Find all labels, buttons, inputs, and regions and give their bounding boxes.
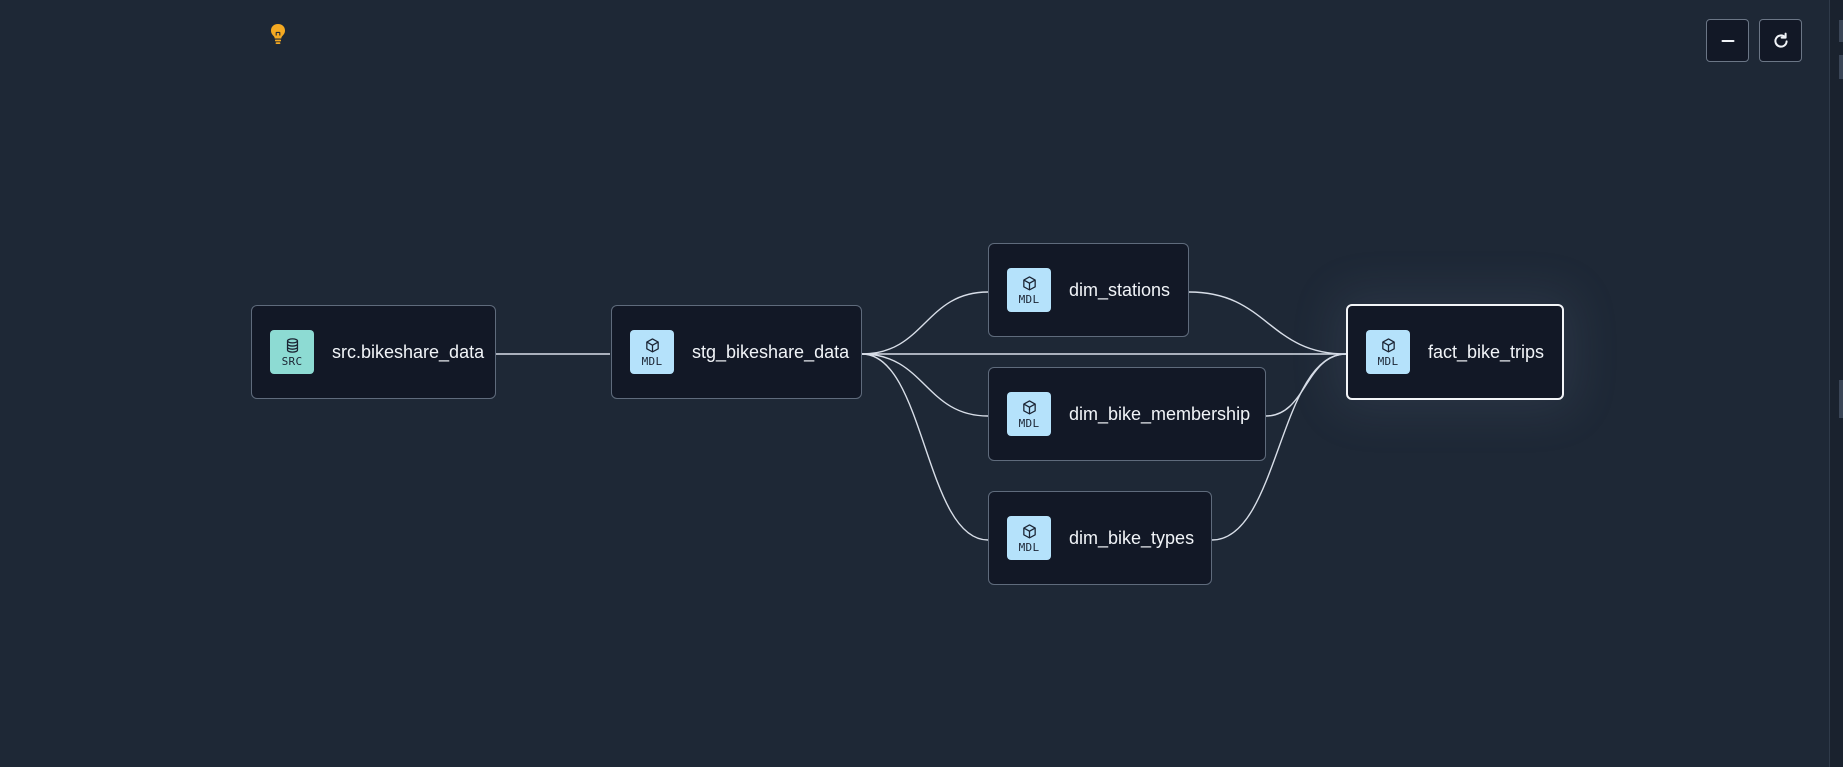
edge-stg-to-dim-bike-types [861, 353, 989, 541]
scrollbar-thumb[interactable] [1839, 380, 1843, 418]
source-badge: SRC [270, 330, 314, 374]
node-label: fact_bike_trips [1428, 341, 1545, 362]
node-src-bikeshare-data[interactable]: SRC src.bikeshare_data [251, 305, 496, 399]
edge-stg-to-dim-bike-membership [861, 353, 989, 417]
node-dim-stations[interactable]: MDL dim_stations [988, 243, 1189, 337]
node-dim-bike-types[interactable]: MDL dim_bike_types [988, 491, 1212, 585]
node-label: dim_bike_types [1069, 527, 1195, 548]
lightbulb-icon[interactable] [269, 23, 287, 45]
badge-type-label: MDL [1377, 354, 1399, 368]
scrollbar-thumb[interactable] [1839, 55, 1843, 79]
scrollbar-thumb[interactable] [1839, 20, 1843, 42]
badge-type-label: MDL [1018, 540, 1040, 554]
edge-dim-bike-membership-to-fact [1265, 353, 1347, 417]
model-badge: MDL [1366, 330, 1410, 374]
cube-icon [1022, 523, 1036, 539]
node-fact-bike-trips[interactable]: MDL fact_bike_trips [1346, 304, 1564, 400]
node-label: stg_bikeshare_data [692, 341, 850, 362]
badge-type-label: SRC [281, 354, 303, 368]
side-panel-edge[interactable] [1829, 0, 1843, 767]
minus-icon [1721, 39, 1734, 42]
edge-stg-to-dim-stations [861, 291, 989, 355]
cube-icon [1022, 399, 1036, 415]
node-stg-bikeshare-data[interactable]: MDL stg_bikeshare_data [611, 305, 862, 399]
cube-icon [1381, 337, 1395, 353]
model-badge: MDL [1007, 516, 1051, 560]
badge-type-label: MDL [641, 354, 663, 368]
database-icon [286, 337, 298, 353]
model-badge: MDL [1007, 392, 1051, 436]
refresh-icon [1773, 32, 1788, 48]
node-label: dim_bike_membership [1069, 403, 1251, 424]
edge-dim-stations-to-fact [1188, 291, 1347, 355]
model-badge: MDL [630, 330, 674, 374]
node-dim-bike-membership[interactable]: MDL dim_bike_membership [988, 367, 1266, 461]
node-label: src.bikeshare_data [332, 341, 485, 362]
badge-type-label: MDL [1018, 416, 1040, 430]
cube-icon [1022, 275, 1036, 291]
node-label: dim_stations [1069, 279, 1171, 300]
model-badge: MDL [1007, 268, 1051, 312]
badge-type-label: MDL [1018, 292, 1040, 306]
zoom-out-button[interactable] [1706, 19, 1749, 62]
reset-view-button[interactable] [1759, 19, 1802, 62]
cube-icon [645, 337, 659, 353]
